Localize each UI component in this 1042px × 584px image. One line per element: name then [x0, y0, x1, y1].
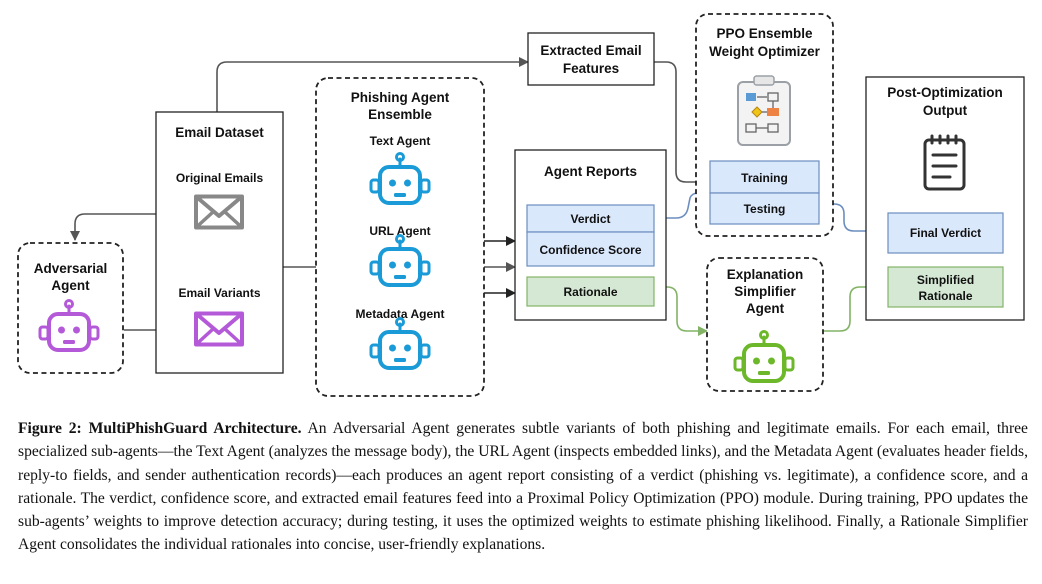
- testing-label: Testing: [744, 202, 786, 216]
- arrow-testing-to-final-verdict: [819, 203, 889, 236]
- features-line1: Extracted Email: [540, 43, 641, 58]
- ensemble-title-line2: Ensemble: [368, 107, 432, 122]
- arrow-rationale-to-simplifier: [654, 286, 708, 336]
- simplifier-line3: Agent: [746, 301, 785, 316]
- arrow-features-to-training: [654, 61, 711, 187]
- confidence-score-label: Confidence Score: [539, 243, 641, 257]
- output-title-line1: Post-Optimization: [887, 85, 1003, 100]
- adversarial-agent-title-line1: Adversarial: [34, 261, 108, 276]
- adversarial-agent: Adversarial Agent: [17, 242, 124, 374]
- architecture-diagram: Email Dataset Original Emails Email Vari…: [17, 13, 1025, 397]
- verdict-label: Verdict: [570, 212, 610, 226]
- email-variants-label: Email Variants: [178, 286, 260, 300]
- ppo-title-line1: PPO Ensemble: [716, 26, 813, 41]
- arrow-simplifier-to-simplified: [823, 282, 889, 332]
- agent-reports-title: Agent Reports: [544, 164, 637, 179]
- verdict-box: [526, 204, 655, 233]
- metadata-agent-label: Metadata Agent: [356, 307, 445, 321]
- checklist-icon: [923, 134, 966, 191]
- post-optimization-output: Post-Optimization Output Final Verdict S…: [865, 76, 1025, 321]
- caption-text: An Adversarial Agent generates subtle va…: [18, 420, 1029, 554]
- ppo-title-line2: Weight Optimizer: [709, 44, 821, 59]
- simplified-rationale-line2: Rationale: [918, 289, 972, 303]
- url-agent-label: URL Agent: [369, 224, 430, 238]
- features-line2: Features: [563, 61, 619, 76]
- testing-box: [709, 192, 820, 225]
- ensemble-title-line1: Phishing Agent: [351, 90, 450, 105]
- clipboard-flowchart-icon: [737, 75, 791, 146]
- arrow-dataset-to-features: [216, 57, 529, 112]
- training-label: Training: [741, 171, 788, 185]
- text-agent-label: Text Agent: [370, 134, 431, 148]
- email-dataset: Email Dataset Original Emails Email Vari…: [155, 111, 284, 374]
- email-dataset-title: Email Dataset: [175, 125, 264, 140]
- final-verdict-label: Final Verdict: [910, 226, 981, 240]
- simplifier-line2: Simplifier: [734, 284, 796, 299]
- arrow-original-to-adversarial: [70, 213, 195, 241]
- caption-label: Figure 2: MultiPhishGuard Architecture.: [18, 420, 302, 437]
- training-box: [709, 160, 820, 194]
- adversarial-agent-title-line2: Agent: [51, 278, 90, 293]
- rationale-label: Rationale: [563, 285, 617, 299]
- confidence-score-box: [526, 231, 655, 267]
- extracted-email-features: Extracted Email Features: [527, 32, 655, 86]
- rationale-box: [526, 276, 655, 307]
- agent-reports: Agent Reports Verdict Confidence Score R…: [514, 149, 667, 321]
- original-emails-label: Original Emails: [176, 171, 264, 185]
- simplified-rationale-line1: Simplified: [917, 273, 974, 287]
- output-title-line2: Output: [923, 103, 968, 118]
- simplifier-line1: Explanation: [727, 267, 804, 282]
- final-verdict-box: [887, 212, 1004, 254]
- figure-caption: Figure 2: MultiPhishGuard Architecture. …: [18, 417, 1028, 557]
- ppo-weight-optimizer: PPO Ensemble Weight Optimizer Training T…: [695, 13, 834, 237]
- explanation-simplifier-agent: Explanation Simplifier Agent: [706, 257, 824, 392]
- phishing-agent-ensemble: Phishing Agent Ensemble Text Agent URL A…: [315, 77, 485, 397]
- simplified-rationale-box: [887, 266, 1004, 308]
